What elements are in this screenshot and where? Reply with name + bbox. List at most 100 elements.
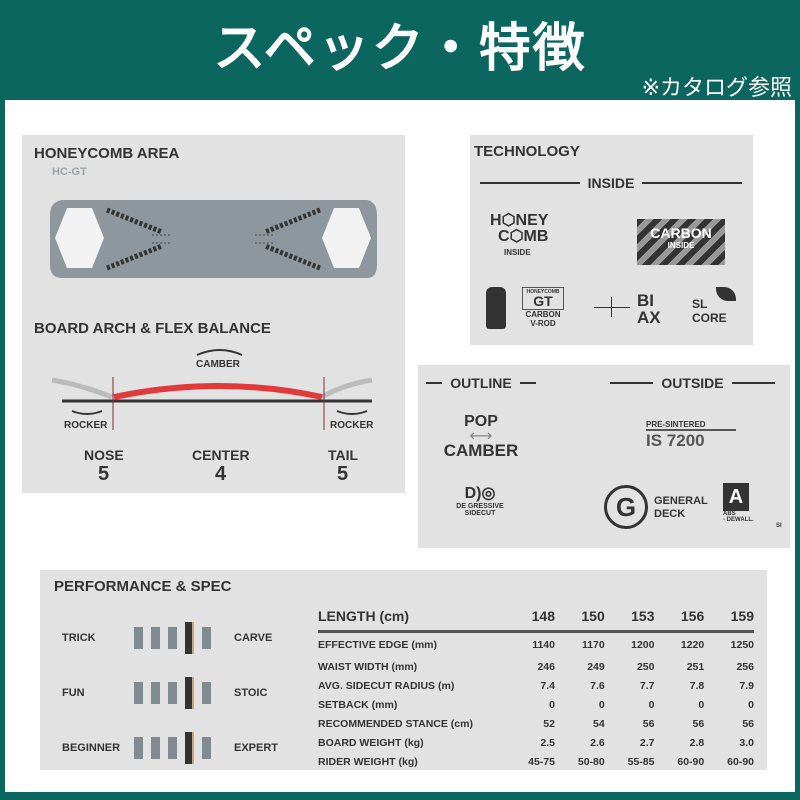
scale-marker <box>185 622 194 654</box>
size-header: 159 <box>704 608 754 633</box>
row-value: 1140 <box>532 639 555 652</box>
length-header: LENGTH (cm) <box>318 608 506 633</box>
flex-center-label: CENTER <box>192 447 250 463</box>
row-value: 249 <box>587 661 605 673</box>
scale-bar <box>134 627 143 649</box>
logo-text: CORE <box>692 311 727 325</box>
scale-bar <box>168 682 177 704</box>
logo-text: POP <box>464 413 498 430</box>
row-value: 1170 <box>581 639 605 652</box>
scale-bar <box>151 737 160 759</box>
row-value: 55-85 <box>627 756 655 768</box>
outside-header: OUTSIDE <box>610 375 776 391</box>
row-label: RECOMMENDED STANCE (cm) <box>318 718 473 730</box>
logo-text: SIDECUT <box>464 510 496 517</box>
row-value: 7.7 <box>639 680 655 692</box>
scale-bar <box>134 737 143 759</box>
board-panel: HONEYCOMB AREA HC-GT BOARD ARCH & FLEX B… <box>22 135 405 493</box>
row-value: 0 <box>549 699 555 711</box>
row-value: 56 <box>742 718 754 730</box>
rocker-nose-label: ROCKER <box>64 420 108 431</box>
row-value: 60-90 <box>677 756 705 768</box>
row-label: WAIST WIDTH (mm) <box>318 661 418 673</box>
scale-left-label: BEGINNER <box>62 742 121 754</box>
carbon-inside-logo: CARBON INSIDE <box>637 219 725 265</box>
row-label: AVG. SIDECUT RADIUS (m) <box>318 680 455 692</box>
logo-text: IS 7200 <box>646 431 705 450</box>
flex-center-value: 4 <box>215 463 227 485</box>
scale-bar <box>202 682 211 704</box>
technology-panel: TECHNOLOGY INSIDE H⬡NEY C⬡MB INSIDE CARB… <box>470 135 753 345</box>
gt-logo: HONEYCOMB GT CARBON V-ROD <box>522 287 564 328</box>
board-illustration <box>50 200 377 278</box>
row-value: 1200 <box>631 639 655 652</box>
row-value: 56 <box>642 718 655 730</box>
scale-right-label: EXPERT <box>234 742 279 754</box>
degressive-sidecut-logo: D)◎ DE GRESSIVE SIDECUT <box>450 483 510 517</box>
logo-text: INSIDE <box>667 241 695 250</box>
row-value: 7.9 <box>739 680 754 692</box>
row-value: 54 <box>593 718 605 730</box>
row-value: 250 <box>636 661 655 673</box>
logo-text: CARBON <box>650 225 712 241</box>
scale-bar <box>168 627 177 649</box>
row-label: BOARD WEIGHT (kg) <box>318 737 424 749</box>
scale-bars <box>134 732 234 764</box>
logo-text: MB <box>523 228 549 245</box>
honeycomb-nose-icon <box>55 208 104 268</box>
row-value: 50-80 <box>577 756 605 768</box>
biax-logo: BI AX <box>637 292 661 326</box>
rocker-tail-label: ROCKER <box>330 420 374 431</box>
row-value: 60-90 <box>727 756 754 768</box>
scale-left-label: TRICK <box>62 632 96 644</box>
shield-icon <box>486 287 506 329</box>
row-value: 1220 <box>680 639 705 652</box>
logo-text: H <box>490 212 502 229</box>
camber-label: CAMBER <box>196 359 240 370</box>
leaf-icon <box>716 287 736 301</box>
flex-nose-label: NOSE <box>84 447 124 463</box>
outline-header: OUTLINE <box>426 375 537 391</box>
row-label: EFFECTIVE EDGE (mm) <box>318 639 438 652</box>
arch-diagram <box>51 349 373 430</box>
row-value: 2.5 <box>540 737 555 749</box>
page-title: スペック・特徴 <box>213 19 587 79</box>
abs-a-icon: A <box>723 483 749 511</box>
inside-divider: INSIDE <box>480 175 742 191</box>
logo-text: C <box>498 228 510 245</box>
row-label: SETBACK (mm) <box>318 699 398 711</box>
row-value: 0 <box>748 699 754 711</box>
logo-text: INSIDE <box>504 248 531 257</box>
row-label: RIDER WEIGHT (kg) <box>318 756 418 768</box>
camber-curve <box>113 383 323 400</box>
size-header: 156 <box>654 608 705 633</box>
honeycomb-inside-logo: H⬡NEY C⬡MB INSIDE <box>490 213 580 261</box>
outline-title: OUTLINE <box>450 375 512 391</box>
honeycomb-title: HONEYCOMB AREA <box>34 145 180 162</box>
scale-bar <box>202 737 211 759</box>
pop-camber-logo: POP ⟷ CAMBER <box>436 413 526 461</box>
abs-sidewall-logo: A ABS - DEWALL. <box>723 483 754 523</box>
logo-text: AX <box>637 308 661 327</box>
row-value: 0 <box>598 699 605 711</box>
general-deck-g-icon: G <box>604 485 648 529</box>
scale-right-label: STOIC <box>234 687 268 699</box>
row-value: 0 <box>648 699 655 711</box>
scale-bar <box>151 627 160 649</box>
technology-title: TECHNOLOGY <box>474 143 580 160</box>
scale-marker <box>185 732 194 764</box>
logo-text: CARBON <box>525 310 561 319</box>
logo-text: NEY <box>515 212 549 229</box>
row-value: 2.6 <box>590 737 605 749</box>
logo-text: HONEYCOMB <box>526 289 560 295</box>
biax-cross-icon-v <box>611 297 612 317</box>
scale-marker <box>185 677 194 709</box>
